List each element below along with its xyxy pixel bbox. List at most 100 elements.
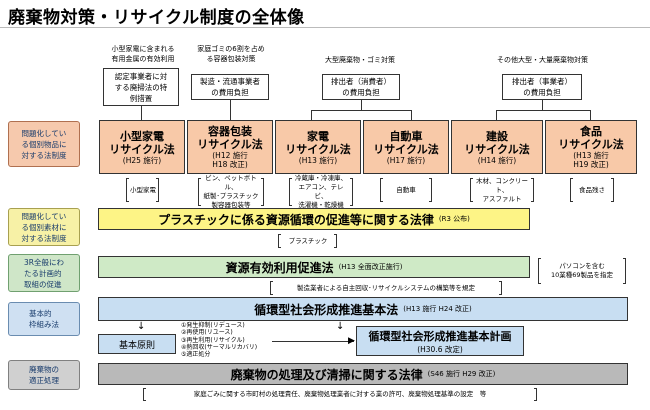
law-name: 家電 リサイクル法 <box>285 129 351 156</box>
law-name: 容器包装 リサイクル法 <box>197 125 263 151</box>
law-construction: 建設 リサイクル法 (H14 施行) <box>451 120 543 174</box>
items-appliance: 冷蔵庫・冷凍庫、 エアコン、テレビ、 洗濯機・乾燥機 <box>295 174 347 209</box>
label-waste-proper: 廃棄物の 適正処理 <box>8 360 80 390</box>
bracket-right <box>534 388 537 401</box>
bracket-right <box>261 178 264 206</box>
law-date: (H12 施行 H18 改正) <box>212 151 248 169</box>
arrow-down-icon: ↓ <box>137 321 146 332</box>
law-name: 小型家電 リサイクル法 <box>109 129 175 156</box>
connector-line <box>272 341 354 342</box>
law-waste-name: 廃棄物の処理及び清掃に関する法律 <box>230 367 423 382</box>
bracket-left <box>143 388 146 401</box>
box-consumer-cost: 排出者（消費者） の費用負担 <box>322 74 400 100</box>
connector-line <box>230 100 231 120</box>
law-date: (H25 施行) <box>122 155 162 165</box>
bracket-left <box>570 178 573 202</box>
law-appliance: 家電 リサイクル法 (H13 施行) <box>275 120 361 174</box>
note-other-large: その他大型・大量廃棄物対策 <box>497 56 588 64</box>
bracket-left <box>380 178 383 202</box>
law-waste-date: (S46 施行 H29 改正) <box>427 370 496 378</box>
basic-principle-label: 基本原則 <box>118 340 155 351</box>
arrow-right-icon: ▶ <box>348 336 355 346</box>
connector-line <box>141 106 142 120</box>
items-construction: 木材、コンクリート、 アスファルト <box>476 176 528 203</box>
bracket-right <box>350 178 353 206</box>
basic-plan-box: 循環型社会形成推進基本計画 (H30.6 改定) <box>356 326 524 356</box>
law-plastic-name: プラスチックに係る資源循環の促進等に関する法律 <box>158 212 434 227</box>
waste-note: 家庭ごみに関する市町村の処理責任、廃棄物処理業者に対する業の許可、廃棄物処理基準… <box>193 390 487 398</box>
law-date: (H13 施行) <box>298 155 338 165</box>
law-date: (H13 施行 H19 改正) <box>573 151 609 169</box>
resource-note: 製造業者による自主回収･リサイクルシステムの構築等を規定 <box>296 283 476 292</box>
label-individual-items: 問題化してい る個別物品に 対する法制度 <box>8 121 80 167</box>
label-3r-plan: 3R全般にわ たる計画的 取組の促進 <box>8 254 80 292</box>
note-packaging: 家庭ゴミの6割を占め る容器包装対策 <box>197 45 265 63</box>
principle-item: ③再生利用(リサイクル) <box>181 336 245 344</box>
law-food: 食品 リサイクル法 (H13 施行 H19 改正) <box>545 120 637 174</box>
bracket-right <box>499 281 502 295</box>
connector-line <box>411 110 412 120</box>
bracket-left <box>278 234 281 248</box>
connector-line <box>496 110 591 111</box>
principle-item: ②再使用(リユース) <box>181 329 233 337</box>
law-basic-name: 循環型社会形成推進基本法 <box>254 302 399 317</box>
note-large-waste: 大型廃棄物・ゴミ対策 <box>325 56 395 64</box>
law-plastic-date: (R3 公布) <box>438 215 470 223</box>
items-automobile: 自動車 <box>396 185 416 194</box>
law-packaging: 容器包装 リサイクル法 (H12 施行 H18 改正) <box>187 120 273 174</box>
connector-line <box>311 110 412 111</box>
box-certified-business: 認定事業者に対 する廃掃法の特 例措置 <box>103 68 179 106</box>
law-date: (H14 施行) <box>477 155 517 165</box>
connector-line <box>311 110 312 120</box>
resource-side-note: パソコンを含む 10業種69製品を指定 <box>550 262 614 279</box>
law-waste: 廃棄物の処理及び清掃に関する法律 (S46 施行 H29 改正) <box>98 363 628 385</box>
items-plastic: プラスチック <box>288 236 328 245</box>
bracket-right <box>156 178 159 202</box>
law-name: 食品 リサイクル法 <box>558 125 624 151</box>
principle-item: ④熱回収(サーマルリカバリ) <box>181 343 258 351</box>
law-automobile: 自動車 リサイクル法 (H17 施行) <box>363 120 449 174</box>
note-small-appliance: 小型家電に含まれる 有用金属の有効利用 <box>111 45 175 63</box>
bracket-right <box>623 258 626 284</box>
basic-plan-date: (H30.6 改定) <box>417 344 463 354</box>
bracket-left <box>270 281 273 295</box>
connector-line <box>496 110 497 120</box>
bracket-left <box>470 178 473 202</box>
principle-item: ⑤適正処分 <box>181 351 211 359</box>
items-small-appliance: 小型家電 <box>130 185 156 194</box>
label-basic-framework: 基本的 枠組み法 <box>8 302 80 336</box>
items-packaging: ビン、ペットボトル、 紙製･プラスチック 製容器包装等 <box>203 174 259 209</box>
basic-principle-box: 基本原則 <box>98 334 176 354</box>
bracket-left <box>289 178 292 206</box>
law-small-appliance: 小型家電 リサイクル法 (H25 施行) <box>99 120 185 174</box>
principle-item: ①発生抑制(リデュース) <box>181 322 245 329</box>
items-food: 食品残さ <box>579 185 605 194</box>
bracket-left <box>538 258 541 284</box>
bracket-right <box>531 178 534 202</box>
arrow-down-icon: ↓ <box>336 321 345 332</box>
basic-plan-name: 循環型社会形成推進基本計画 <box>368 329 512 343</box>
law-resource: 資源有効利用促進法 (H13 全面改正施行) <box>98 256 530 278</box>
law-date: (H17 施行) <box>386 155 426 165</box>
connector-line <box>542 100 543 110</box>
law-name: 自動車 リサイクル法 <box>373 129 439 156</box>
box-business-cost: 排出者（事業者） の費用負担 <box>502 74 582 100</box>
page-title: 廃棄物対策・リサイクル制度の全体像 <box>8 8 305 28</box>
box-maker-cost: 製造・流通事業者 の費用負担 <box>191 74 269 100</box>
law-resource-name: 資源有効利用促進法 <box>225 260 334 275</box>
bracket-right <box>611 178 614 202</box>
law-plastic: プラスチックに係る資源循環の促進等に関する法律 (R3 公布) <box>98 208 530 230</box>
label-individual-materials: 問題化してい る個別素材に 対する法制度 <box>8 208 80 246</box>
connector-line <box>590 110 591 120</box>
principle-list: ①発生抑制(リデュース) ②再使用(リユース) ③再生利用(リサイクル) ④熱回… <box>181 322 271 358</box>
bracket-left <box>126 178 129 202</box>
title-divider <box>0 27 650 28</box>
bracket-right <box>429 178 432 202</box>
law-resource-date: (H13 全面改正施行) <box>338 263 403 271</box>
connector-line <box>361 100 362 110</box>
bracket-right <box>334 234 337 248</box>
law-basic-date: (H13 施行 H24 改正) <box>403 305 472 313</box>
law-name: 建設 リサイクル法 <box>464 129 530 156</box>
law-basic: 循環型社会形成推進基本法 (H13 施行 H24 改正) <box>98 297 628 321</box>
bracket-left <box>198 178 201 206</box>
